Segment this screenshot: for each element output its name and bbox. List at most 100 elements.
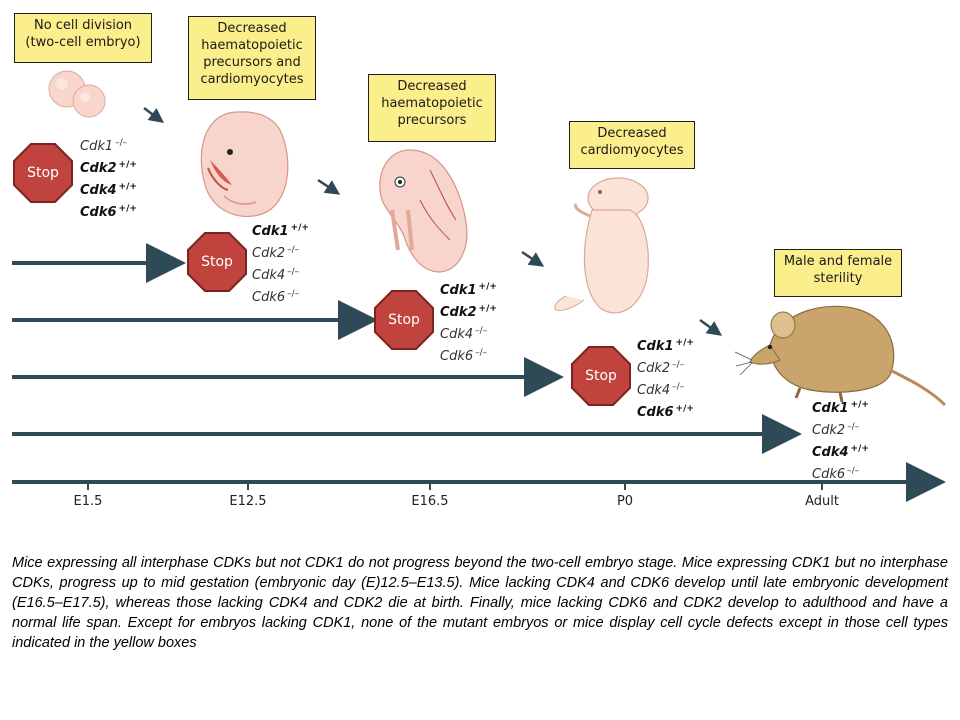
timeline-label-e165: E16.5 [411,494,449,509]
gene-name: Cdk4 [637,383,671,398]
phenotype-line: Decreased [597,126,667,141]
phenotype-line: No cell division [33,18,133,33]
genotype-row: Cdk6–/– [812,462,869,484]
gene-state: –/– [672,360,685,370]
gene-state: –/– [287,289,300,299]
gene-state: –/– [115,138,128,148]
stop-sign-e125: Stop [186,231,248,293]
gene-name: Cdk6 [440,349,474,364]
genotype-row: Cdk6–/– [440,344,497,366]
genotype-list-p0: Cdk1+/+ Cdk2–/– Cdk4–/– Cdk6+/+ [637,334,694,422]
genotype-row: Cdk2–/– [812,418,869,440]
genotype-row: Cdk6+/+ [637,400,694,422]
genotype-row: Cdk4–/– [252,263,309,285]
phenotype-line: precursors and [203,55,301,70]
stop-label: Stop [585,368,617,384]
gene-state: +/+ [675,404,694,414]
gene-name: Cdk6 [637,405,674,420]
genotype-list-adult: Cdk1+/+ Cdk2–/– Cdk4+/+ Cdk6–/– [812,396,869,484]
gene-name: Cdk6 [812,467,846,482]
phenotype-box-p0: Decreased cardiomyocytes [569,121,695,169]
gene-state: –/– [672,382,685,392]
phenotype-box-e165: Decreased haematopoietic precursors [368,74,496,142]
two-cell-embryo-illustration [48,70,106,118]
adult-mouse-illustration [734,305,947,407]
gene-name: Cdk2 [812,423,846,438]
phenotype-line: cardiomyocytes [580,143,684,158]
timeline-label-e125: E12.5 [229,494,267,509]
gene-state: +/+ [118,160,137,170]
timeline-label-p0: P0 [616,494,634,509]
gene-state: –/– [287,245,300,255]
connector-arrow-3 [521,250,545,267]
genotype-row: Cdk1+/+ [812,396,869,418]
gene-name: Cdk4 [812,445,849,460]
stop-sign-e165: Stop [373,289,435,351]
phenotype-line: Male and female [783,254,893,269]
genotype-row: Cdk2–/– [252,241,309,263]
phenotype-line: cardiomyocytes [200,72,304,87]
genotype-list-e15: Cdk1–/– Cdk2+/+ Cdk4+/+ Cdk6+/+ [80,134,137,222]
e165-embryo-illustration [379,149,468,273]
genotype-row: Cdk4–/– [440,322,497,344]
phenotype-line: Decreased [217,21,287,36]
gene-state: +/+ [290,223,309,233]
diagram-graphics [12,70,947,502]
genotype-row: Cdk1+/+ [440,278,497,300]
gene-state: +/+ [675,338,694,348]
gene-name: Cdk1 [440,283,477,298]
figure-caption: Mice expressing all interphase CDKs but … [12,555,948,651]
timeline-label-adult: Adult [805,494,839,509]
gene-state: –/– [287,267,300,277]
genotype-row: Cdk6+/+ [80,200,137,222]
stop-sign-p0: Stop [570,345,632,407]
gene-name: Cdk1 [252,224,289,239]
gene-state: +/+ [478,282,497,292]
gene-name: Cdk4 [252,268,286,283]
genotype-row: Cdk1+/+ [637,334,694,356]
phenotype-box-e125: Decreased haematopoietic precursors and … [188,16,316,100]
gene-name: Cdk2 [440,305,477,320]
stop-octagon-icon [187,232,247,292]
phenotype-line: haematopoietic [201,38,303,53]
stop-label: Stop [388,312,420,328]
phenotype-line: (two-cell embryo) [25,35,141,50]
p0-pup-illustration [554,177,649,314]
gene-name: Cdk1 [637,339,674,354]
genotype-list-e165: Cdk1+/+ Cdk2+/+ Cdk4–/– Cdk6–/– [440,278,497,366]
phenotype-line: precursors [397,113,467,128]
genotype-row: Cdk6–/– [252,285,309,307]
genotype-row: Cdk1–/– [80,134,137,156]
gene-name: Cdk6 [80,205,117,220]
phenotype-line: haematopoietic [381,96,483,111]
timeline-ticks [87,482,823,490]
genotype-row: Cdk1+/+ [252,219,309,241]
phenotype-box-adult: Male and female sterility [774,249,902,297]
connector-arrow-4 [699,318,723,336]
stop-label: Stop [201,254,233,270]
phenotype-line: Decreased [397,79,467,94]
genotype-row: Cdk2+/+ [80,156,137,178]
genotype-row: Cdk2+/+ [440,300,497,322]
e125-embryo-illustration [200,111,289,218]
gene-name: Cdk4 [80,183,117,198]
phenotype-box-e15: No cell division (two-cell embryo) [14,13,152,63]
stop-octagon-icon [571,346,631,406]
gene-state: –/– [847,466,860,476]
connector-arrow-1 [143,107,164,123]
gene-state: +/+ [478,304,497,314]
gene-state: +/+ [118,182,137,192]
gene-state: –/– [475,348,488,358]
gene-name: Cdk2 [80,161,117,176]
genotype-row: Cdk4+/+ [812,440,869,462]
gene-state: –/– [847,422,860,432]
gene-name: Cdk2 [637,361,671,376]
gene-state: –/– [475,326,488,336]
gene-state: +/+ [118,204,137,214]
gene-state: +/+ [850,400,869,410]
gene-name: Cdk2 [252,246,286,261]
gene-name: Cdk1 [812,401,849,416]
gene-state: +/+ [850,444,869,454]
connector-arrow-2 [317,178,341,195]
gene-name: Cdk1 [80,139,114,154]
